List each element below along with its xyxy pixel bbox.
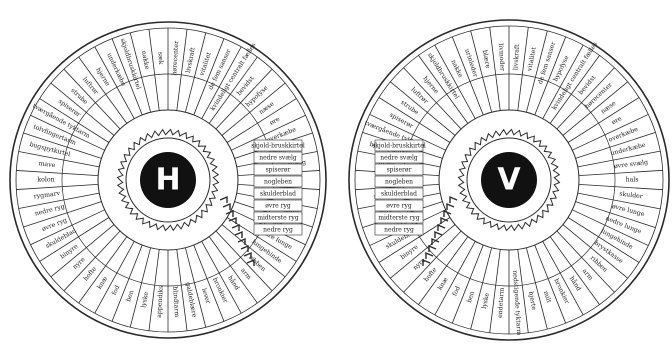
sector-label: bronkier [552,278,570,305]
sector-label: nedre ryg [34,203,65,217]
sector-label: skulder [619,190,643,200]
sector-label: hjerte [527,291,537,311]
sector-label: livskraft [512,44,521,71]
sector-divider [563,82,628,136]
sector-label: øvre svælg [614,159,649,170]
sector-label: arm [581,268,594,282]
sector-label: binyre [399,243,420,261]
sector-label: nakke [140,50,150,70]
sector-label: rygmarv [33,190,61,200]
sector-label: hjerne [421,75,439,95]
sector-label: overkæbe [608,126,640,144]
sector-label: strube [399,99,420,117]
sector-divider [579,184,663,189]
sector-label: bevidst [236,75,256,97]
zone-label: midterste ryg [378,215,419,222]
sector-label: luftrør [410,86,430,105]
zone-label: nogleben [264,179,292,186]
sector-divider [16,184,98,189]
sector-divider [550,55,599,123]
sector-divider [526,248,547,329]
sector-label: blære [481,49,491,69]
sector-label: ribben [247,254,267,273]
zone-label: øvre ryg [386,203,412,210]
zone-label: nedre svælg [259,155,297,162]
sector-divider [418,237,467,305]
sector-label: bronkier [211,277,229,304]
sector-label: hjerne [94,67,111,88]
sector-divider [452,245,483,323]
sector-divider [51,83,114,135]
sector-label: hypofyse [552,54,570,82]
zone-label: midterste ryg [257,215,298,222]
sector-label: endetarm [497,287,506,318]
sector-divider [112,245,142,321]
zone-label: skjold-bruskkirtel [372,143,426,150]
sector-label: livmoder [497,43,506,71]
iris-chart-left: livskraftvitalitetde fem sanserhypofysek… [349,20,669,340]
sector-label: ben [125,289,135,302]
sector-divider [51,225,114,277]
sector-label: blindtarm [171,286,180,317]
sector-label: mave [38,160,56,169]
sector-divider [418,55,467,123]
sector-label: nedstigende tyktarm [511,270,522,336]
sector-label: øre [611,115,624,126]
sector-label: sæk [156,52,164,65]
sector-label: øre [269,116,282,127]
sector-label: bevidst [577,74,597,96]
pupil-letter: H [155,163,180,198]
sector-label: hals [626,177,639,184]
zone-label: nedre svælg [380,155,418,162]
sector-label: lever [200,287,212,304]
sector-label: ribben [589,255,609,274]
sector-divider [222,83,285,135]
sector-label: luftrør [81,76,99,96]
sector-label: lyske [481,292,491,309]
sector-divider [390,82,455,136]
sector-label: ben [466,290,476,303]
sector-label: øvre ryg [41,217,68,233]
sector-divider [149,29,159,110]
sector-label: spiserør [57,98,82,119]
zone-label: skulderblad [381,191,417,198]
zone-label: spiserør [387,167,412,174]
sector-label: bugspytkirtel [29,141,71,158]
sector-label: strube [69,87,89,106]
zone-label: nogleben [385,179,413,186]
sector-label: fod [451,285,462,297]
zone-label: skjold-bruskkirtel [251,143,305,150]
zone-label: skulderblad [260,191,296,198]
sector-divider [579,170,663,175]
sector-label: knæ [96,275,109,290]
pupil-letter: V [497,163,521,198]
sector-label: fod [111,284,122,296]
zone-label: nedre ryg [384,227,414,234]
iris-chart-right: hørecenterlivskraftvitalitetde fem sanse… [10,22,326,338]
sector-label: hørecenter [171,41,180,76]
sector-divider [563,225,628,279]
sector-label: milt [542,290,553,304]
sector-label: knæ [437,276,450,291]
sector-label: kolon [37,177,54,184]
sector-label: vitalitet [526,46,538,73]
sector-label: arm [239,267,252,281]
sector-divider [16,170,98,175]
sector-divider [471,248,492,329]
sector-label: livskraft [185,46,197,73]
sector-label: appendiks [156,286,165,319]
sector-label: spiserør [388,112,414,130]
zone-label: nedre ryg [263,227,293,234]
sector-label: binyre [59,243,80,261]
sector-divider [130,248,150,327]
sector-label: lyske [140,291,150,308]
sector-divider [550,237,599,305]
zone-label: øvre ryg [265,203,291,210]
zone-label: spiserør [266,167,291,174]
